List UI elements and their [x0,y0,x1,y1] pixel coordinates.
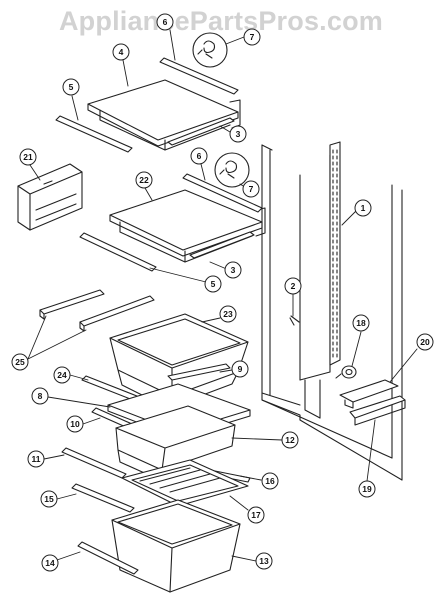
callout-8 [31,387,49,405]
label-25: 25 [15,357,25,367]
callout-4 [112,43,130,61]
part-trim-top [159,57,239,95]
label-4: 4 [119,47,124,57]
part-bracket [339,379,399,403]
label-2: 2 [291,281,296,291]
part-crisper-rails [39,289,155,332]
label-20: 20 [420,337,430,347]
callout-6-top [156,13,174,31]
part-bracket-lip [344,399,354,409]
watermark: AppliancePartsPros.com [58,6,383,36]
callout-25 [11,353,29,371]
label-5-middle: 5 [211,279,216,289]
callout-12 [281,431,299,449]
label-24: 24 [57,370,67,380]
leader-lines [27,29,418,562]
part-mounting-bracket [17,163,83,231]
callout-21 [19,148,37,166]
callout-3-middle [224,261,242,279]
part-side-rail-middle [79,232,157,272]
callouts [11,13,434,572]
label-21: 21 [23,152,33,162]
callout-18 [352,314,370,332]
callout-2 [284,277,302,295]
label-8: 8 [38,391,43,401]
callout-22 [135,171,153,189]
callout-24 [53,366,71,384]
part-side-rail-top [55,115,133,153]
callout-11 [27,450,45,468]
callout-23 [219,305,237,323]
callout-6-middle [190,147,208,165]
label-22: 22 [139,175,149,185]
part-rail-top [167,117,235,146]
callout-1 [354,199,372,217]
label-13: 13 [259,556,269,566]
label-11: 11 [32,454,41,464]
callout-5-top [62,78,80,96]
part-slide-rail-14 [77,541,139,575]
label-7-top: 7 [250,32,255,42]
callout-9 [231,360,249,378]
part-retainer-middle [214,152,250,188]
label-23: 23 [223,309,233,319]
callout-labels: 1 2 3 3 4 5 5 6 6 7 7 8 9 10 11 12 13 14… [15,17,430,568]
label-3-top: 3 [236,129,241,139]
label-18: 18 [356,318,366,328]
callout-3-top [229,125,247,143]
callout-7-middle [242,180,260,198]
label-17: 17 [251,510,261,520]
label-12: 12 [285,435,295,445]
label-19: 19 [362,484,372,494]
part-rail-middle [189,231,255,259]
callout-13 [255,552,273,570]
part-lower-rail [349,395,406,426]
callout-16 [261,472,279,490]
part-retainer-top [192,32,228,68]
part-control-knob [335,365,357,379]
callout-19 [358,480,376,498]
part-crisper-drawer-lower [115,405,236,481]
callout-10 [66,415,84,433]
callout-17 [247,506,265,524]
callout-20 [416,333,434,351]
part-screw [289,315,300,326]
label-3-middle: 3 [231,265,236,275]
callout-14 [41,554,59,572]
part-bottom-drawer [111,499,241,593]
label-1: 1 [361,203,366,213]
part-shelf-rail [329,141,341,366]
label-7-middle: 7 [249,184,254,194]
part-slide-rail-11 [61,447,127,479]
part-trim-middle [182,173,263,213]
part-crisper-drawer-upper [109,313,249,409]
label-16: 16 [265,476,275,486]
callout-7-top [243,28,261,46]
label-15: 15 [44,494,54,504]
part-glass-shelf-middle [109,189,266,263]
label-6-top: 6 [163,17,168,27]
label-9: 9 [238,364,243,374]
label-10: 10 [70,419,80,429]
part-drawer-tray [121,459,249,507]
label-5-top: 5 [69,82,74,92]
label-14: 14 [45,558,55,568]
callout-5-middle [204,275,222,293]
label-6-middle: 6 [197,151,202,161]
part-slide-rail-15 [71,483,135,513]
callout-15 [40,490,58,508]
part-drawer-slide-right [167,363,231,381]
part-glass-shelf-top [87,79,241,151]
